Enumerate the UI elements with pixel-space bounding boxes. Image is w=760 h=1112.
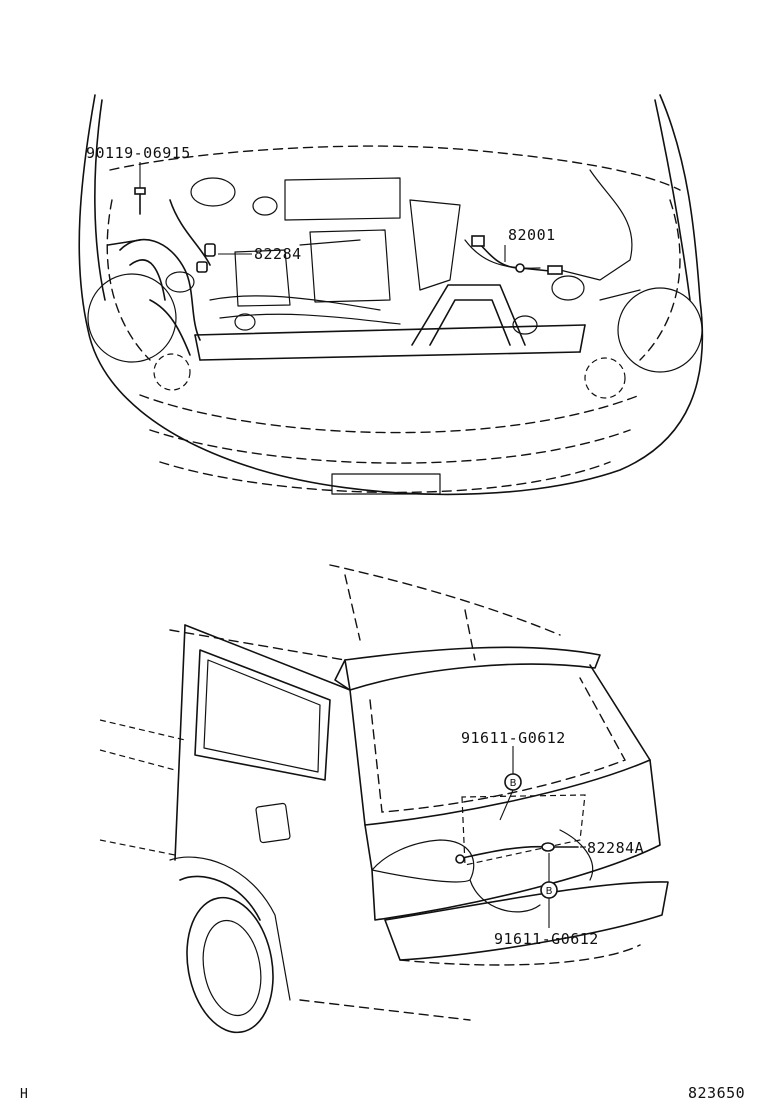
engine-compartment-view <box>78 94 704 496</box>
bolt-icon <box>134 187 146 215</box>
label-harness-main: 82001 <box>508 226 556 244</box>
label-harness-engine: 82284 <box>254 245 302 263</box>
grommet-icon <box>455 854 465 864</box>
connector-icon <box>541 842 555 852</box>
label-clip-upper: 91611-G0612 <box>461 729 566 747</box>
connector-icon <box>196 243 216 273</box>
harness-connector-icon <box>471 235 563 275</box>
rear-vehicle-view <box>99 564 669 1034</box>
label-bolt-engine: 90119-06915 <box>86 144 191 162</box>
footer-code: H <box>20 1087 28 1102</box>
label-harness-door: 82284A <box>587 839 644 857</box>
callout-letter-upper: B <box>510 778 517 789</box>
label-clip-lower: 91611-G0612 <box>494 930 599 948</box>
figure-number: 823650 <box>688 1084 745 1102</box>
callout-letter-lower: B <box>546 886 553 897</box>
